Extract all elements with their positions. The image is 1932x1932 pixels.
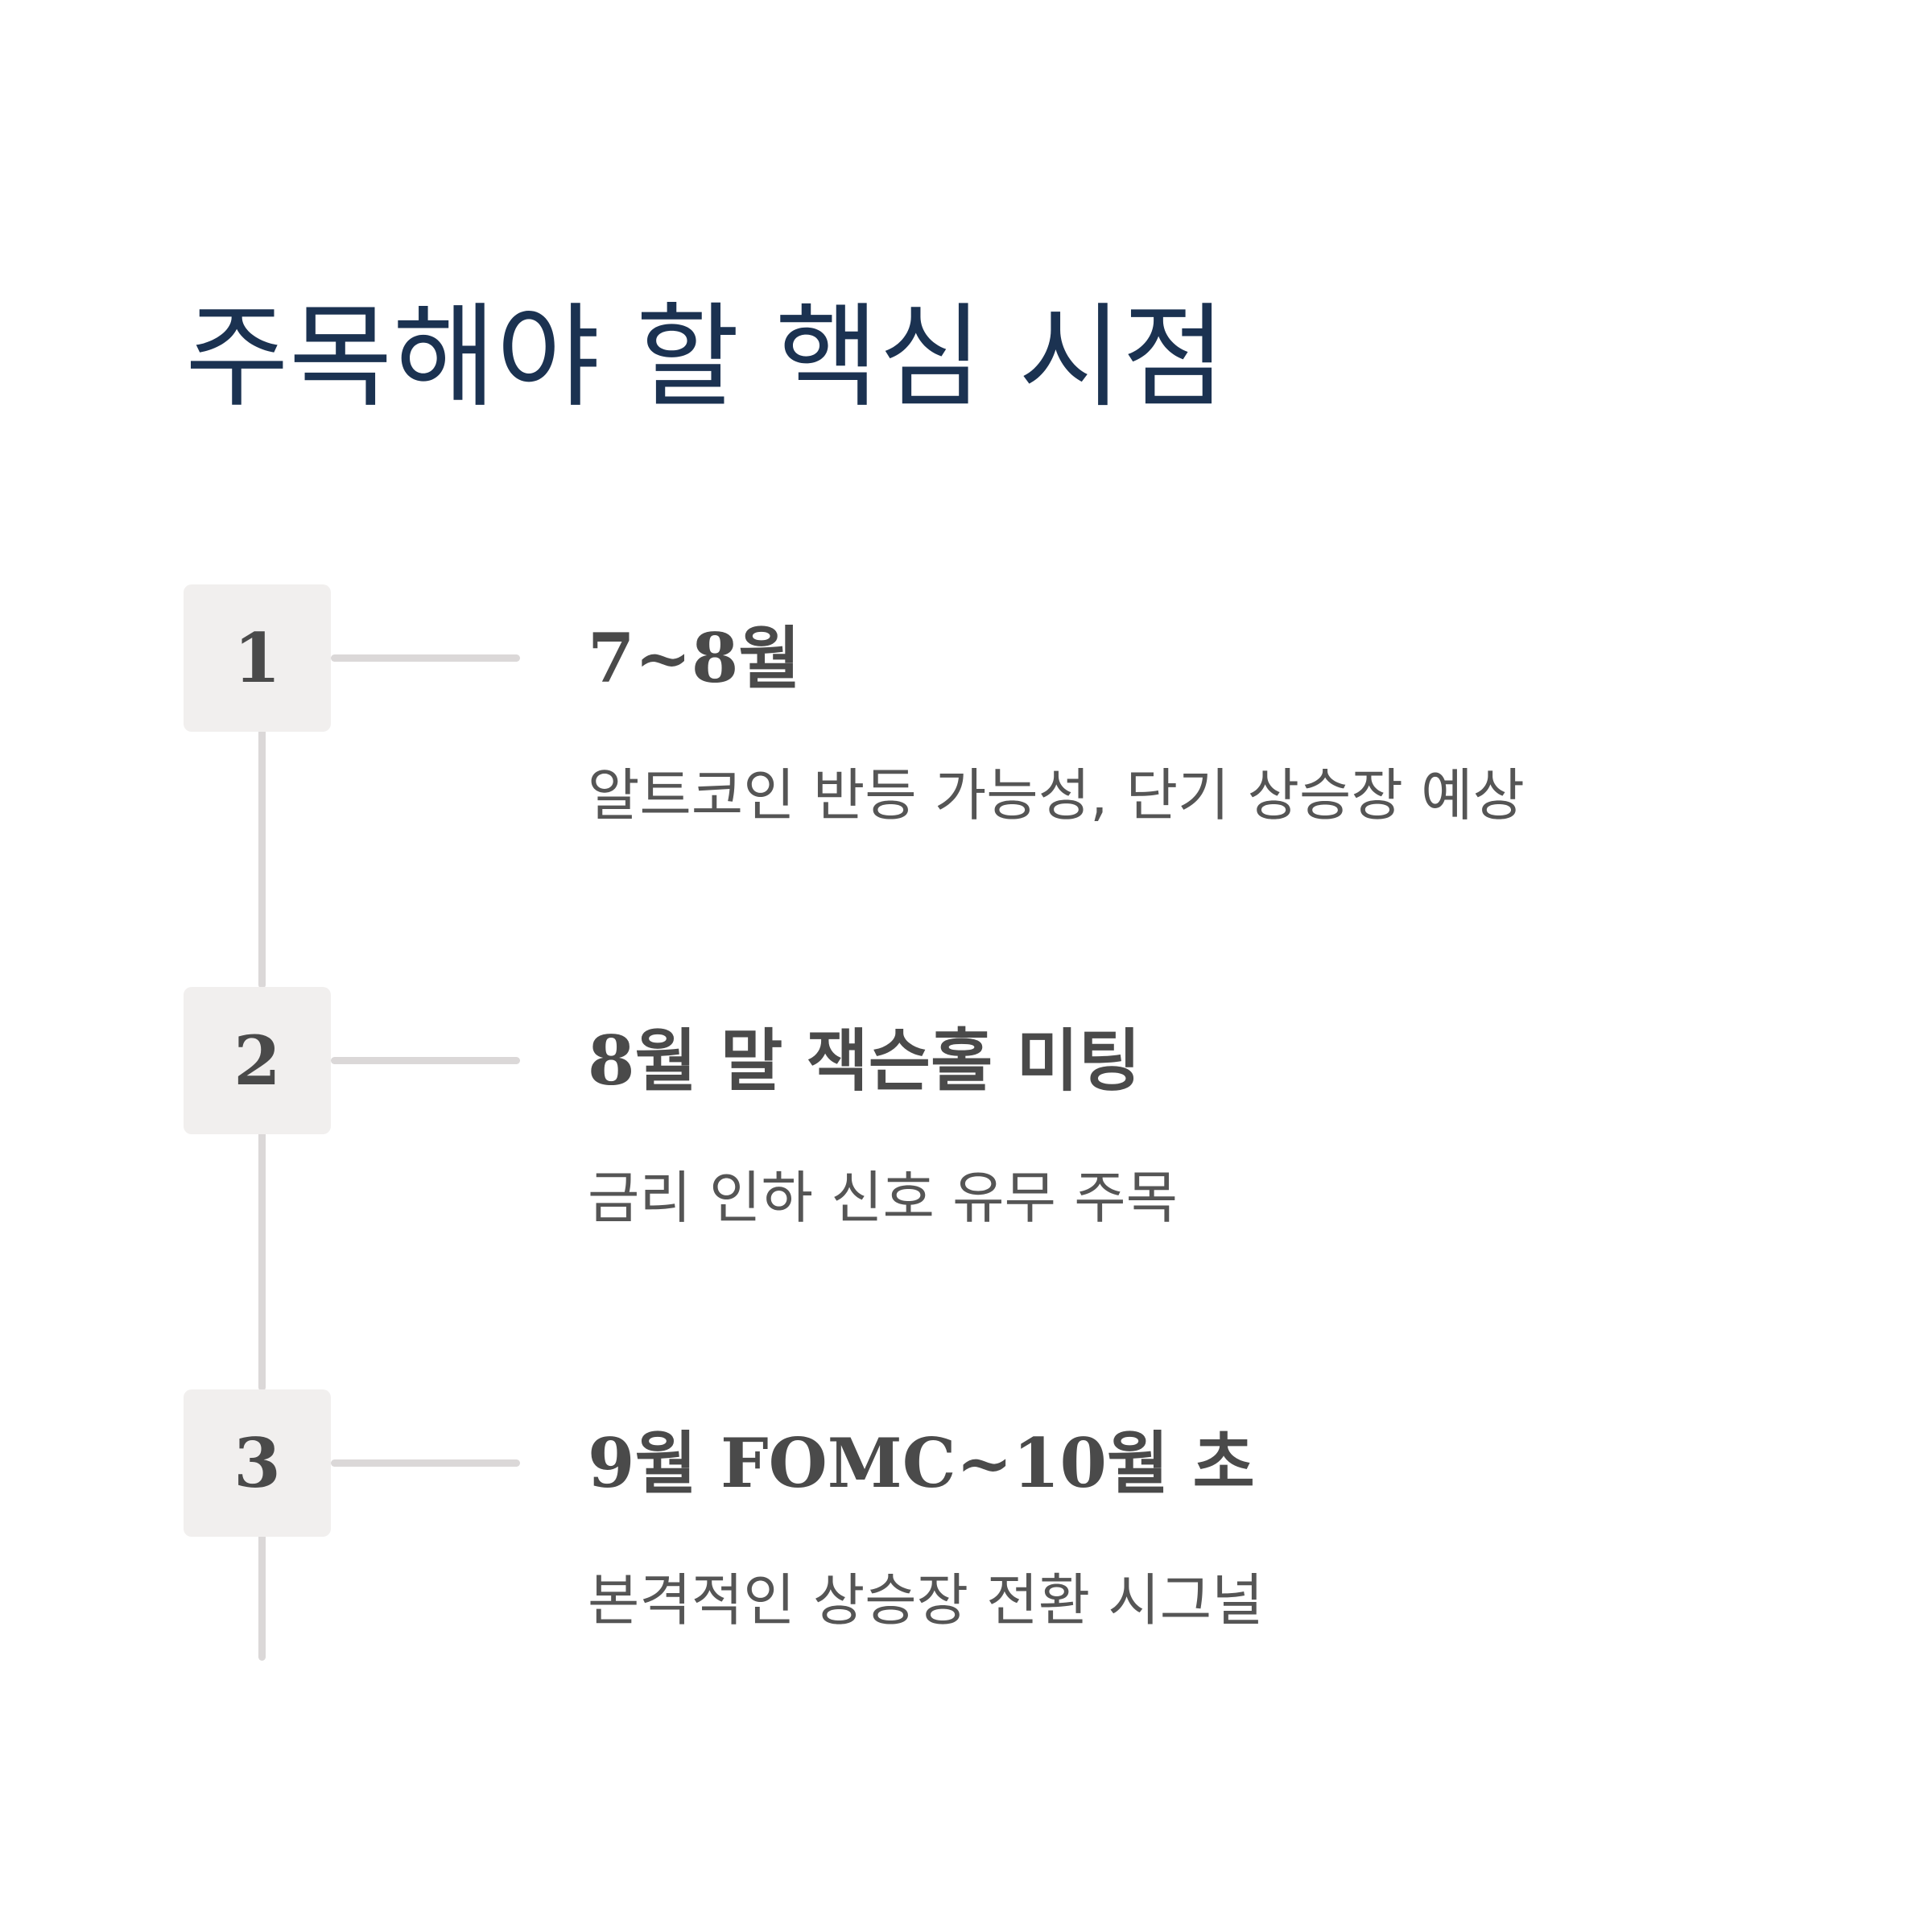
timeline-spine-segment (258, 1534, 266, 1661)
step-heading: 7~8월 (588, 618, 801, 698)
timeline-spine-segment (258, 1131, 266, 1391)
page-title: 주목해야 할 핵심 시점 (185, 292, 1226, 423)
step-description: 알트코인 반등 가능성, 단기 상승장 예상 (588, 762, 1525, 828)
step-connector-line (331, 1459, 520, 1467)
step-number-badge: 1 (184, 584, 331, 732)
step-number-badge: 3 (184, 1389, 331, 1537)
step-description: 본격적인 상승장 전환 시그널 (588, 1567, 1264, 1633)
timeline-spine-segment (258, 729, 266, 989)
step-connector-line (331, 654, 520, 662)
step-connector-line (331, 1057, 520, 1064)
step-heading: 8월 말 잭슨홀 미팅 (588, 1021, 1141, 1100)
step-heading: 9월 FOMC~10월 초 (588, 1423, 1255, 1503)
step-number-badge: 2 (184, 987, 331, 1134)
step-description: 금리 인하 신호 유무 주목 (588, 1165, 1179, 1231)
